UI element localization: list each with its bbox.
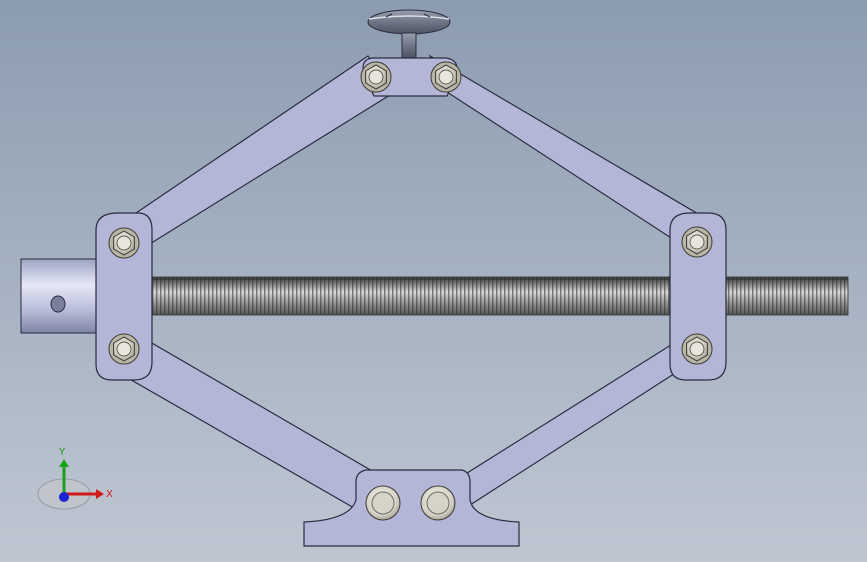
right-trunnion[interactable] bbox=[669, 212, 727, 381]
saddle[interactable] bbox=[367, 9, 451, 59]
y-axis-label: Y bbox=[58, 447, 66, 458]
hex-nut[interactable] bbox=[108, 227, 140, 259]
base[interactable] bbox=[303, 469, 520, 547]
drive-collar[interactable] bbox=[20, 258, 102, 334]
x-axis-label: X bbox=[106, 489, 113, 500]
hex-nut[interactable] bbox=[108, 333, 140, 365]
hex-nut[interactable] bbox=[360, 61, 392, 93]
base-bolt[interactable] bbox=[365, 485, 401, 521]
y-axis-head bbox=[59, 459, 69, 467]
hex-nut[interactable] bbox=[681, 333, 713, 365]
base-bolt[interactable] bbox=[420, 485, 456, 521]
left-trunnion[interactable] bbox=[95, 212, 153, 381]
x-axis-head bbox=[96, 489, 104, 499]
hex-nut[interactable] bbox=[681, 226, 713, 258]
coordinate-triad: X Y bbox=[37, 447, 113, 510]
lead-screw[interactable] bbox=[149, 276, 849, 316]
z-axis-dot bbox=[59, 492, 69, 502]
hex-nut[interactable] bbox=[430, 61, 462, 93]
collar-hole bbox=[50, 295, 66, 313]
